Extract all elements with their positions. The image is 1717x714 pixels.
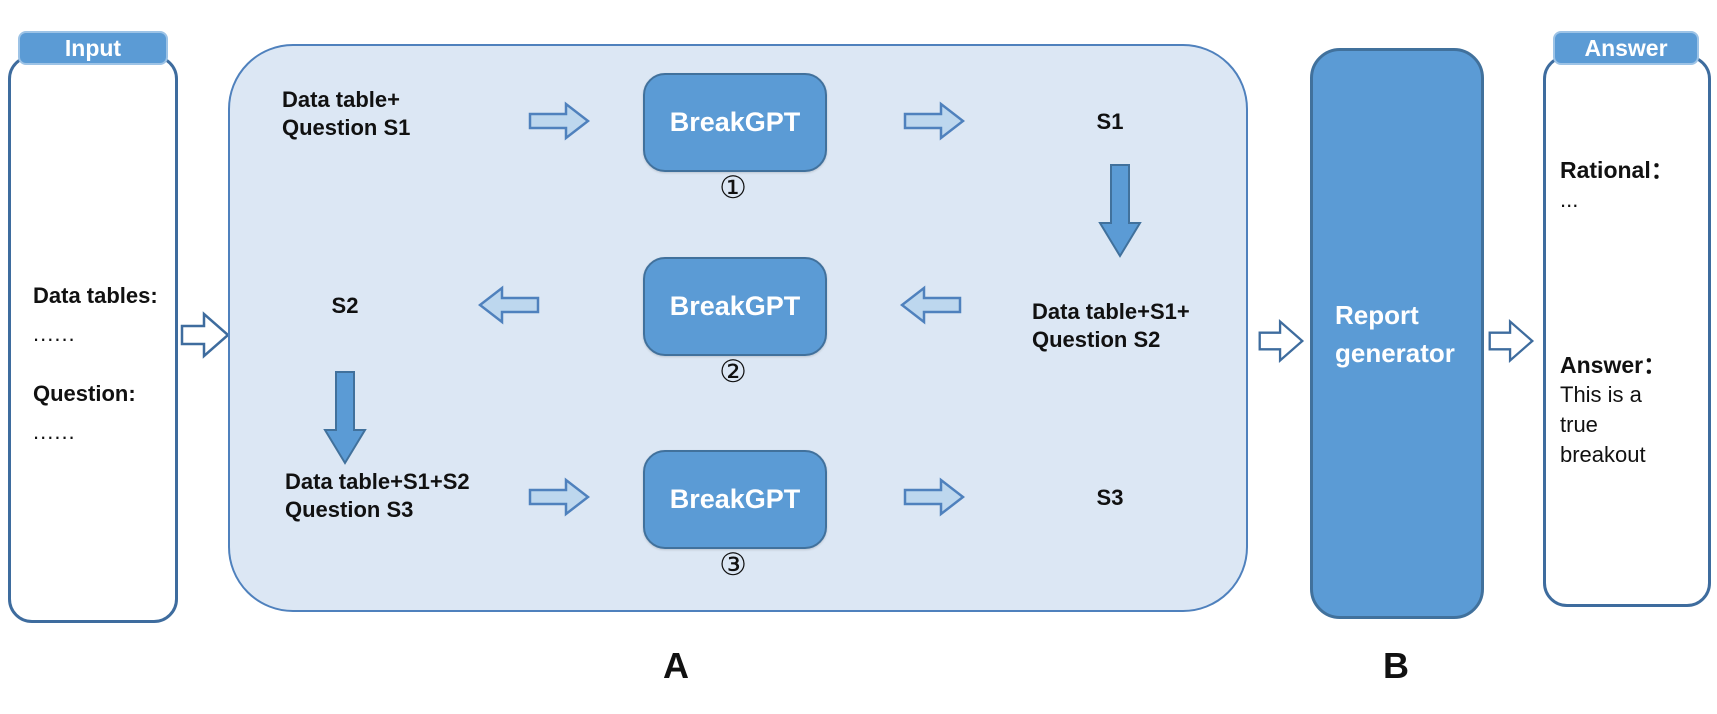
data-tables-placeholder: ......: [33, 321, 76, 346]
section-b-label: B: [1383, 645, 1409, 686]
stage-a-to-report-arrow-icon: [1258, 319, 1305, 363]
row1-input-label: Data table+ Question S1: [282, 86, 410, 142]
breakgpt-label-1: BreakGPT: [669, 107, 801, 137]
row2-input-line1: Data table+S1+: [1032, 299, 1190, 324]
breakgpt-box-1: BreakGPT: [643, 73, 827, 172]
rational-section: Rational： ...: [1560, 155, 1674, 215]
row3-input-line2: Question S3: [285, 497, 414, 522]
report-generator-box: Report generator: [1310, 48, 1484, 619]
rational-label: Rational：: [1560, 157, 1674, 183]
row1-output-label: S1: [1096, 109, 1124, 134]
report-to-answer-arrow-icon: [1488, 319, 1535, 363]
row3-input-line1: Data table+S1+S2: [285, 469, 470, 494]
data-tables-label: Data tables:: [33, 283, 158, 308]
report-generator-label: Report generator: [1335, 299, 1455, 368]
section-a-label: A: [663, 645, 689, 686]
row3-output-label: S3: [1096, 485, 1124, 510]
step-number-2: ②: [719, 354, 747, 389]
row2-input-arrow-left-icon: [900, 285, 962, 325]
answer-panel-tab: Answer: [1553, 31, 1699, 65]
row1-input-line2: Question S1: [282, 115, 411, 140]
breakgpt-box-3: BreakGPT: [643, 450, 827, 549]
input-to-stage-a-arrow-icon: [180, 311, 230, 359]
row2-arrow-left-icon: [478, 285, 540, 325]
answer-value: This is a true breakout: [1560, 382, 1646, 467]
breakgpt-label-3: BreakGPT: [669, 484, 801, 514]
row3-output-arrow-right-icon: [903, 477, 965, 517]
answer-tab-label: Answer: [1584, 34, 1668, 61]
answer-panel: [1543, 55, 1711, 607]
answer-label: Answer：: [1560, 352, 1667, 378]
row2-input-label: Data table+S1+ Question S2: [1032, 298, 1190, 354]
row2-output-label: S2: [331, 293, 359, 318]
row3-arrow-right-icon: [528, 477, 590, 517]
s1-arrow-down-icon: [1098, 164, 1142, 258]
input-panel: Data tables: ...... Question: ......: [8, 55, 178, 623]
input-panel-content: Data tables: ...... Question: ......: [33, 283, 158, 479]
breakgpt-box-2: BreakGPT: [643, 257, 827, 356]
row3-input-label: Data table+S1+S2 Question S3: [285, 468, 470, 524]
question-label: Question:: [33, 381, 136, 406]
row1-output-arrow-right-icon: [903, 101, 965, 141]
answer-section: Answer： This is a true breakout: [1560, 350, 1678, 470]
question-placeholder: ......: [33, 419, 76, 444]
row1-arrow-right-icon: [528, 101, 590, 141]
breakgpt-label-2: BreakGPT: [669, 291, 801, 321]
row2-input-line2: Question S2: [1032, 327, 1161, 352]
s2-arrow-down-icon: [323, 371, 367, 465]
rational-value: ...: [1560, 187, 1579, 212]
step-number-3: ③: [719, 547, 747, 582]
input-panel-tab: Input: [18, 31, 168, 65]
row1-input-line1: Data table+: [282, 87, 400, 112]
input-tab-label: Input: [64, 34, 122, 61]
step-number-1: ①: [719, 170, 747, 205]
